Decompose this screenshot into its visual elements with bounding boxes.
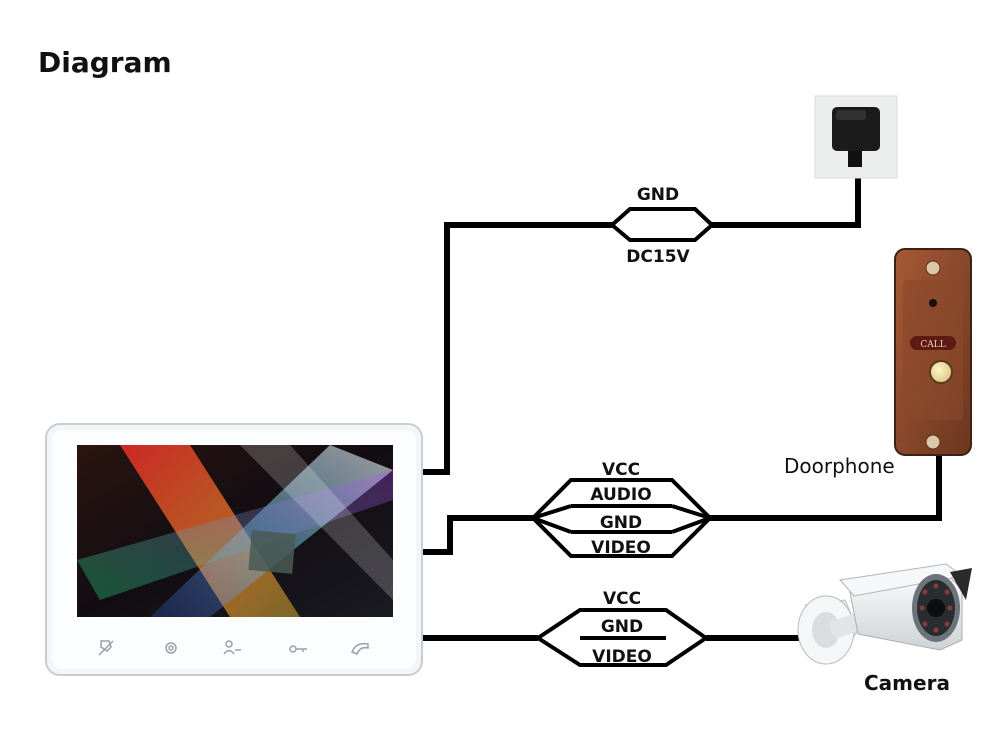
user-volume-icon <box>223 640 241 655</box>
power-wire-label: GND <box>637 185 679 205</box>
monitor-screen <box>77 445 393 617</box>
call-badge: CALL <box>920 340 945 350</box>
phone-icon <box>351 642 369 655</box>
doorphone-wire <box>422 452 942 558</box>
gear-icon <box>165 642 177 654</box>
monitor-buttons <box>98 640 369 656</box>
camera-label: Camera <box>864 671 950 695</box>
camera-wire <box>422 608 800 667</box>
doorphone-wire-label: GND <box>600 513 642 533</box>
doorphone-label: Doorphone <box>784 454 895 478</box>
doorphone-wire-label: VIDEO <box>591 538 651 558</box>
doorphone-wire-label: VCC <box>602 460 640 480</box>
mute-icon <box>98 640 114 656</box>
bullet-camera <box>797 563 972 665</box>
doorphone: CALL <box>894 248 972 456</box>
page-title: Diagram <box>38 46 172 79</box>
power-wire <box>422 178 861 475</box>
camera-wire-label: VIDEO <box>592 647 652 667</box>
camera-wire-label: GND <box>601 617 643 637</box>
doorphone-wire-label: AUDIO <box>590 485 651 505</box>
power-wire-label: DC15V <box>626 247 690 267</box>
indoor-monitor <box>45 423 423 676</box>
camera-wire-label: VCC <box>603 589 641 609</box>
power-adapter <box>814 95 898 179</box>
key-icon <box>289 645 307 653</box>
